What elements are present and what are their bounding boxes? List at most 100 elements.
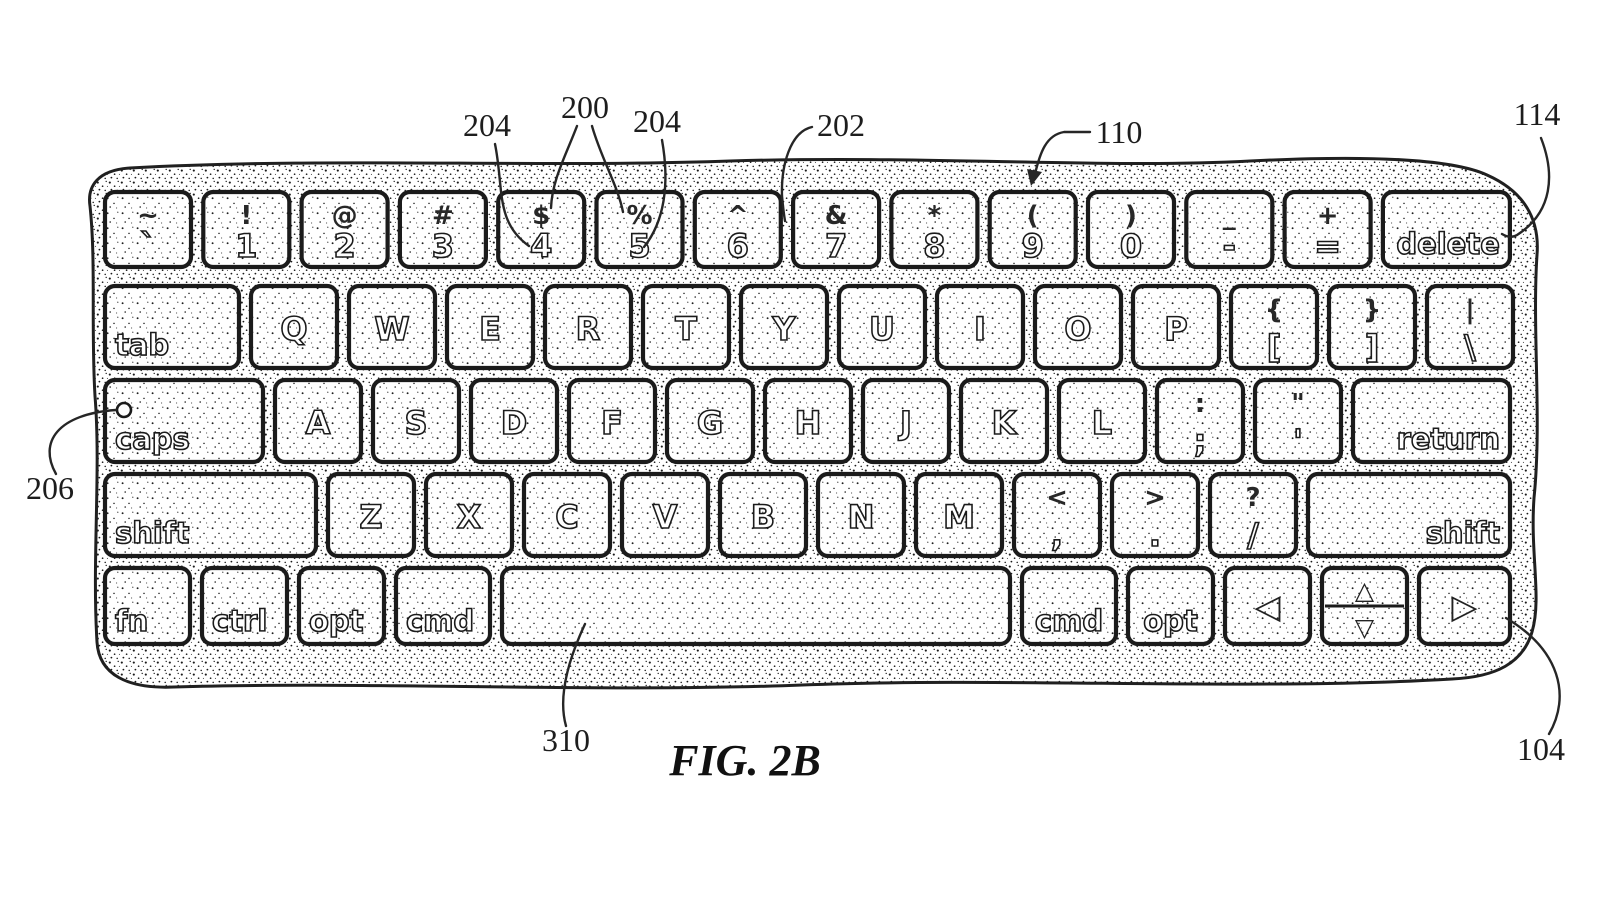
keycap-x xyxy=(423,471,515,559)
keycap-quote xyxy=(1252,377,1344,465)
keycap-return xyxy=(1350,377,1513,465)
legend-1-base: 1 xyxy=(235,227,257,265)
caps-lock-indicator xyxy=(115,401,133,419)
keycap-8 xyxy=(889,189,980,270)
keycap-period xyxy=(1109,471,1201,559)
legend-cmd-left: cmd xyxy=(406,604,474,638)
key-f: F xyxy=(566,377,658,465)
legend-v: V xyxy=(653,498,678,536)
keycap-u xyxy=(836,283,928,371)
legend-0-shifted: ) xyxy=(1125,201,1137,231)
legend-p: P xyxy=(1164,310,1187,348)
ref-204-right: 204 xyxy=(633,103,681,139)
keycap-n xyxy=(815,471,907,559)
legend-bracket-right-shifted: } xyxy=(1363,295,1382,325)
legend-q: Q xyxy=(280,310,307,348)
legend-slash-base: / xyxy=(1247,516,1259,554)
legend-i: I xyxy=(974,310,986,348)
key-hyphen: _- xyxy=(1184,189,1275,270)
keycap-bracket-left xyxy=(1228,283,1320,371)
key-bracket-left: {[ xyxy=(1228,283,1320,371)
legend-8-shifted: * xyxy=(928,201,942,231)
keycap-c xyxy=(521,471,613,559)
keycap-s xyxy=(370,377,462,465)
legend-backslash-shifted: | xyxy=(1465,295,1475,325)
keycap-3 xyxy=(397,189,488,270)
legend-2-shifted: @ xyxy=(332,201,358,231)
ref-200: 200 xyxy=(561,89,609,125)
legend-6-base: 6 xyxy=(727,227,749,265)
keycap-d xyxy=(468,377,560,465)
leader-104 xyxy=(1504,616,1561,736)
legend-comma-shifted: < xyxy=(1046,483,1068,513)
legend-opt-right: opt xyxy=(1143,604,1198,638)
legend-7-shifted: & xyxy=(825,201,848,231)
key-e: E xyxy=(444,283,536,371)
ref-206: 206 xyxy=(26,470,74,506)
key-z: Z xyxy=(325,471,417,559)
key-space xyxy=(499,565,1013,647)
key-opt-left: opt xyxy=(296,565,387,647)
key-j: J xyxy=(860,377,952,465)
key-arrow-right: ▷ xyxy=(1416,565,1513,647)
keycap-fn xyxy=(102,565,193,647)
keycap-comma xyxy=(1011,471,1103,559)
arrow-down-icon: ▽ xyxy=(1355,613,1375,642)
keycap-bracket-right xyxy=(1326,283,1418,371)
key-u: U xyxy=(836,283,928,371)
legend-g: G xyxy=(697,404,723,442)
legend-9-base: 9 xyxy=(1022,227,1044,265)
ref-204-left: 204 xyxy=(463,107,511,143)
key-9: (9 xyxy=(987,189,1078,270)
legend-4-shifted: $ xyxy=(532,201,550,231)
legend-quote-base: ' xyxy=(1293,422,1303,460)
key-cmd-right: cmd xyxy=(1019,565,1119,647)
legend-bracket-left-base: [ xyxy=(1267,328,1282,366)
leader-206 xyxy=(48,408,118,476)
key-period: >. xyxy=(1109,471,1201,559)
keycap-hyphen xyxy=(1184,189,1275,270)
legend-shift-left: shift xyxy=(115,516,189,550)
legend-period-shifted: > xyxy=(1144,483,1166,513)
keycap-arrow-right xyxy=(1416,565,1513,647)
legend-semicolon-shifted: : xyxy=(1195,389,1205,419)
key-equals: += xyxy=(1282,189,1373,270)
keycap-z xyxy=(325,471,417,559)
ref-310: 310 xyxy=(542,722,590,758)
legend-equals-shifted: + xyxy=(1317,201,1339,231)
figure-caption: FIG. 2B xyxy=(668,736,821,785)
keycap-shift-right xyxy=(1305,471,1513,559)
leader-204-right xyxy=(642,138,667,249)
keycap-t xyxy=(640,283,732,371)
legend-b: B xyxy=(751,498,775,536)
legend-t: T xyxy=(675,310,697,348)
key-comma: <, xyxy=(1011,471,1103,559)
key-v: V xyxy=(619,471,711,559)
legend-slash-shifted: ? xyxy=(1245,483,1260,513)
legend-w: W xyxy=(374,310,409,348)
arrow-up-icon: △ xyxy=(1355,576,1375,605)
leader-200-left-branch xyxy=(549,124,579,210)
legend-ctrl: ctrl xyxy=(212,604,267,638)
legend-l: L xyxy=(1092,404,1112,442)
key-8: *8 xyxy=(889,189,980,270)
leader-110 xyxy=(1033,130,1092,176)
key-semicolon: :; xyxy=(1154,377,1246,465)
key-backslash: |\ xyxy=(1424,283,1516,371)
key-fn: fn xyxy=(102,565,193,647)
key-c: C xyxy=(521,471,613,559)
legend-x: X xyxy=(457,498,482,536)
legend-y: Y xyxy=(771,310,796,348)
legend-hyphen-shifted: _ xyxy=(1223,201,1236,231)
legend-8-base: 8 xyxy=(923,227,945,265)
key-k: K xyxy=(958,377,1050,465)
key-x: X xyxy=(423,471,515,559)
keycap-2 xyxy=(299,189,390,270)
legend-shift-right: shift xyxy=(1426,516,1500,550)
legend-comma-base: , xyxy=(1051,516,1063,554)
leader-200-right-branch xyxy=(590,124,625,214)
leader-202 xyxy=(780,125,814,223)
arrow-left-icon: ◁ xyxy=(1254,587,1281,627)
legend-delete: delete xyxy=(1396,227,1500,261)
keycap-shift-left xyxy=(102,471,319,559)
